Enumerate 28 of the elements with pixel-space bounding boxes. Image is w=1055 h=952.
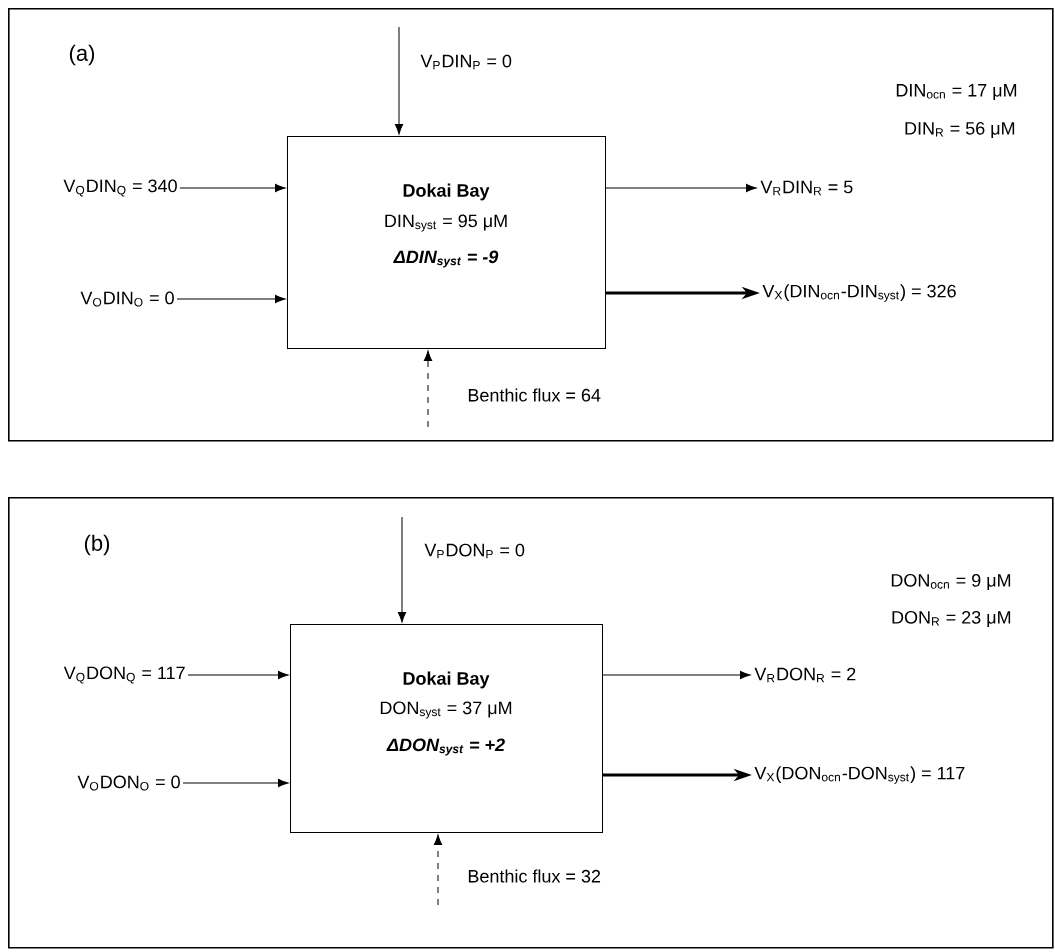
arrow bbox=[187, 670, 289, 680]
concentration-label: DON$_{ocn}$ = 9 μM bbox=[891, 574, 1011, 590]
system-box: Dokai Bay DIN$_{syst}$ = 95 μM ΔDIN$_{syst}$ = -9 bbox=[287, 136, 606, 349]
arrow bbox=[179, 183, 286, 193]
flux-label: V$_{R}$DON$_{R}$ = 2 bbox=[754, 667, 856, 683]
concentration-label: DIN$_{ocn}$ = 17 μM bbox=[896, 84, 1017, 100]
flux-label: V$_{O}$DON$_{O}$ = 0 bbox=[77, 775, 180, 791]
arrow bbox=[182, 778, 289, 788]
flux-label: V$_{X}$(DON$_{ocn}$-DON$_{syst}$) = 117 bbox=[754, 766, 965, 784]
flux-label: V$_{O}$DIN$_{O}$ = 0 bbox=[80, 291, 174, 307]
edge-label: V$_{P}$DIN$_{P}$ = 0 bbox=[418, 52, 514, 72]
arrow bbox=[397, 516, 407, 623]
system-box: Dokai Bay DON$_{syst}$ = 37 μM ΔDON$_{syst}$ = +2 bbox=[290, 624, 603, 833]
flux-label: V$_{Q}$DIN$_{Q}$ = 340 bbox=[63, 179, 177, 197]
arrow bbox=[176, 294, 286, 304]
flux-label: V$_{Q}$DON$_{Q}$ = 117 bbox=[63, 666, 185, 684]
edge-label: Benthic flux = 64 bbox=[465, 386, 603, 404]
arrow bbox=[394, 26, 404, 135]
arrow bbox=[433, 834, 443, 906]
flux-label: V$_{X}$(DIN$_{ocn}$-DIN$_{syst}$) = 326 bbox=[762, 284, 956, 302]
edge-label: V$_{P}$DON$_{P}$ = 0 bbox=[422, 541, 527, 561]
concentration-label: DIN$_{R}$ = 56 μM bbox=[905, 121, 1015, 138]
edge-label: Benthic flux = 32 bbox=[465, 867, 603, 885]
arrow bbox=[423, 350, 433, 428]
flux-label: V$_{R}$DIN$_{R}$ = 5 bbox=[760, 180, 853, 196]
arrow bbox=[605, 183, 757, 193]
arrow bbox=[602, 670, 751, 680]
concentration-label: DON$_{R}$ = 23 μM bbox=[892, 611, 1011, 627]
